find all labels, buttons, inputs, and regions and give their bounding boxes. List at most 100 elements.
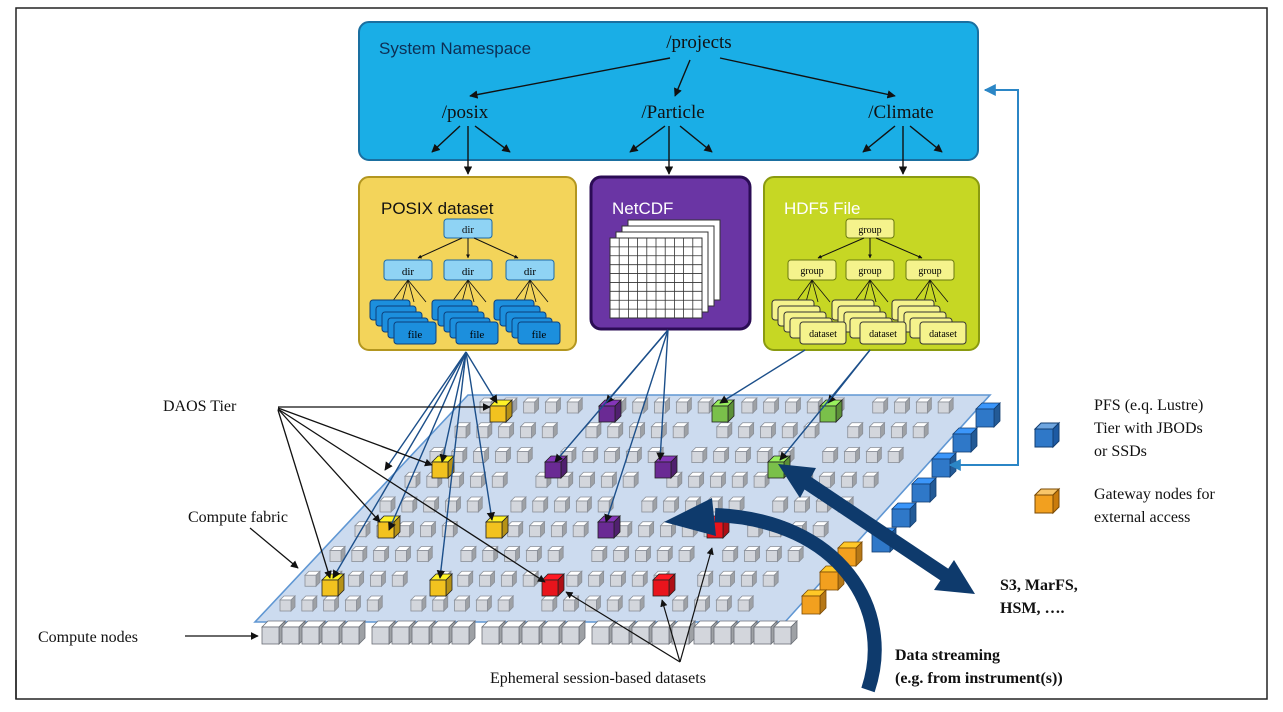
compute-node-front	[541, 620, 566, 645]
posix-fan-lines	[391, 279, 549, 303]
compute-node-cube	[784, 397, 802, 414]
hdf5-dataset-stacks: dataset dataset dataset	[771, 299, 967, 345]
daos-node-cube	[544, 455, 568, 479]
posix-tree-arrows	[417, 237, 519, 259]
compute-node-cube	[506, 520, 524, 538]
compute-node-cube	[587, 570, 605, 588]
compute-node-cube	[650, 421, 668, 439]
posix-dataset-box: POSIX dataset dir dir dir dir	[358, 176, 577, 351]
netcdf-box: NetCDF	[589, 175, 752, 331]
compute-node-cube	[431, 595, 449, 612]
compute-node-cube	[762, 570, 780, 588]
compute-node-cube	[693, 595, 711, 612]
compute-node-cube	[672, 421, 690, 439]
compute-node-cube	[812, 520, 830, 538]
compute-node-cube	[394, 545, 412, 563]
compute-node-front	[481, 620, 506, 645]
compute-node-cube	[369, 570, 387, 588]
compute-node-cube	[409, 595, 427, 612]
posix-root-node-label: dir	[462, 224, 475, 236]
compute-node-cube	[840, 471, 858, 489]
compute-node-front	[451, 620, 476, 645]
compute-node-cube	[731, 471, 749, 489]
compute-node-cube	[662, 496, 680, 513]
compute-node-cube	[584, 595, 602, 612]
compute-node-front	[411, 620, 436, 645]
compute-node-cube	[737, 595, 755, 612]
pfs-cube	[891, 502, 917, 528]
compute-node-front	[733, 620, 758, 645]
hdf5-root-node-label: group	[858, 225, 881, 236]
compute-node-cube	[890, 421, 908, 439]
compute-node-cube	[497, 595, 515, 612]
compute-node-cube	[497, 421, 515, 439]
daos-tier-pointers	[277, 403, 546, 583]
compute-node-cube	[737, 421, 755, 439]
compute-node-cube	[525, 545, 543, 563]
compute-node-cube	[565, 570, 583, 588]
compute-node-cube	[734, 446, 752, 464]
compute-node-cube	[522, 397, 540, 414]
posix-title: POSIX dataset	[381, 199, 494, 218]
compute-node-cube	[715, 595, 733, 612]
compute-node-cube	[329, 545, 346, 563]
system-namespace-box: System Namespace /projects /posix /Parti…	[358, 21, 979, 175]
compute-node-cube	[466, 496, 484, 513]
compute-node-cube	[787, 545, 805, 563]
posix-file-label-3: file	[532, 329, 547, 341]
compute-node-cube	[740, 570, 758, 588]
compute-node-cube	[575, 496, 593, 513]
compute-node-cube	[715, 421, 733, 439]
compute-node-cube	[637, 520, 655, 538]
compute-node-cube	[400, 496, 418, 513]
compute-node-cube	[566, 397, 584, 414]
legend: PFS (e.q. Lustre) Tier with JBODs or SSD…	[1033, 397, 1216, 526]
compute-node-cube	[759, 421, 777, 439]
legend-gateway-line2: external access	[1094, 509, 1190, 526]
compute-node-cube	[718, 570, 736, 588]
compute-node-front	[391, 620, 416, 645]
compute-node-cube	[912, 421, 930, 439]
compute-node-cube	[366, 595, 384, 612]
compute-node-front	[631, 620, 656, 645]
hdf5-tree-arrows	[817, 237, 923, 259]
compute-node-cube	[687, 471, 705, 489]
ephemeral-label: Ephemeral session-based datasets	[490, 670, 706, 687]
compute-node-cube	[753, 471, 771, 489]
page-border	[15, 7, 1268, 700]
hdf5-dataset-label-1: dataset	[809, 329, 837, 340]
hdf5-mid-node-3-label: group	[918, 266, 941, 277]
compute-node-front	[693, 620, 718, 645]
daos-node-cube	[431, 455, 455, 479]
ephemeral-pointers	[565, 547, 714, 663]
compute-node-front	[301, 620, 326, 645]
compute-node-cube	[519, 421, 537, 439]
compute-node-cube	[631, 570, 649, 588]
compute-node-cube	[937, 397, 955, 414]
compute-node-cube	[843, 446, 861, 464]
hdf5-fan-lines	[795, 279, 949, 303]
compute-node-cube	[304, 570, 321, 588]
pfs-cube	[975, 402, 1001, 428]
posix-file-label-1: file	[408, 329, 423, 341]
namespace-root: /projects	[666, 32, 731, 53]
compute-node-cube	[372, 545, 390, 563]
compute-node-cube	[803, 421, 821, 439]
compute-node-front	[281, 620, 306, 645]
daos-node-cube	[819, 399, 843, 423]
compute-node-cube	[581, 446, 599, 464]
compute-node-cube	[868, 421, 886, 439]
compute-node-cube	[678, 545, 696, 563]
compute-node-cube	[379, 496, 396, 513]
compute-node-cube	[622, 471, 640, 489]
compute-node-cube	[634, 545, 652, 563]
compute-node-cube	[671, 595, 689, 612]
compute-node-cube	[675, 397, 693, 414]
hdf5-mid-node-1-label: group	[800, 266, 823, 277]
compute-node-cube	[516, 446, 534, 464]
compute-node-cube	[572, 520, 590, 538]
compute-node-cube	[481, 545, 499, 563]
compute-node-cube	[478, 570, 496, 588]
compute-node-cube	[475, 421, 493, 439]
